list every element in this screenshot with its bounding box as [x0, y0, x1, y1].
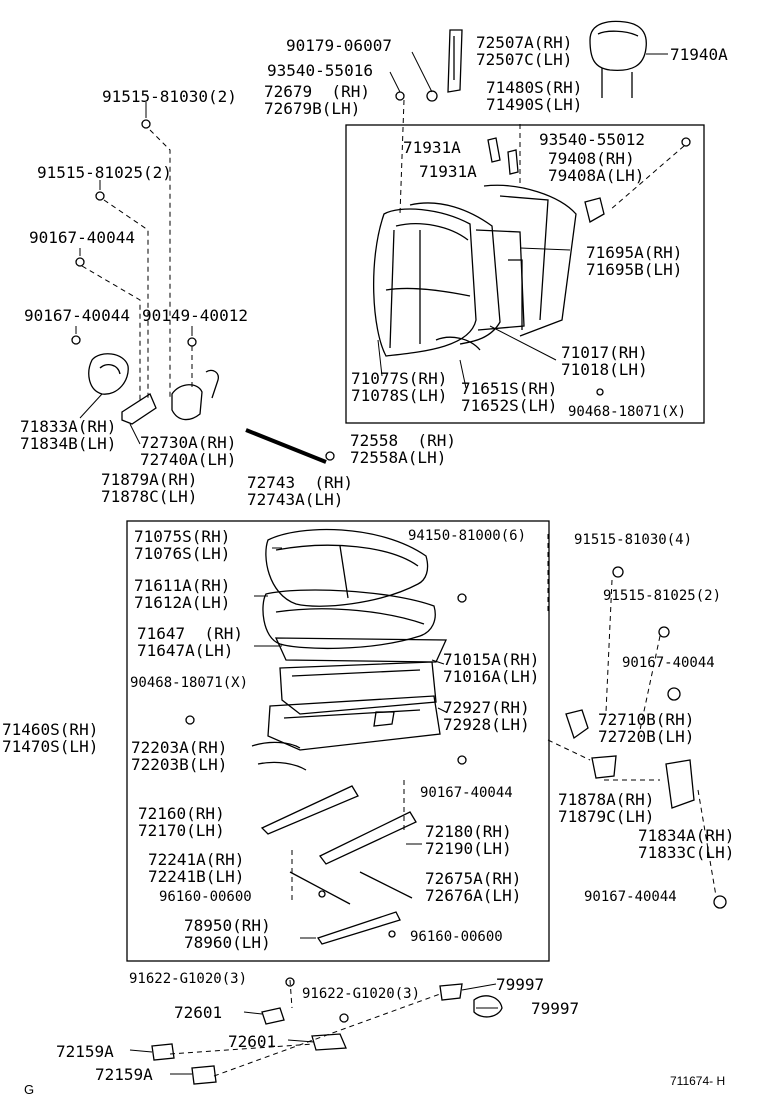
recliner-bracket — [121, 393, 157, 425]
label-72927: 72927(RH) 72928(LH) — [443, 698, 530, 734]
label-90468-18071-a: 90468-18071(X) — [568, 404, 687, 420]
label-72241A: 72241A(RH) 72241B(LH) — [148, 850, 245, 886]
label-90167-40044-a: 90167-40044 — [29, 228, 135, 247]
label-72710B: 72710B(RH) 72720B(LH) — [598, 710, 695, 746]
headrest-guide — [447, 29, 463, 93]
label-72601-a: 72601 — [174, 1003, 223, 1022]
label-90167-40044-c: 90167-40044 — [622, 655, 715, 671]
label-71833A: 71833A(RH) 71834B(LH) — [20, 417, 117, 453]
label-91515-81025-2b: 91515-81025(2) — [603, 588, 722, 604]
label-90167-40044-e: 90167-40044 — [584, 889, 677, 905]
label-71931A-bottom: 71931A — [419, 162, 477, 181]
label-71077S: 71077S(RH) 71078S(LH) — [351, 369, 448, 405]
seat-rail-left — [260, 785, 359, 835]
label-72180: 72180(RH) 72190(LH) — [425, 822, 512, 858]
label-71940A: 71940A — [670, 45, 728, 64]
label-79408: 79408(RH) 79408A(LH) — [548, 149, 645, 185]
seatback-group-frame — [345, 124, 705, 424]
label-93540-55016: 93540-55016 — [267, 61, 373, 80]
label-96160-00600-a: 96160-00600 — [159, 889, 252, 905]
label-90179-06007: 90179-06007 — [286, 36, 392, 55]
seatback-assembly — [372, 184, 577, 357]
label-72601-b: 72601 — [228, 1032, 277, 1051]
seat-rail-right — [319, 811, 417, 865]
label-72159A-b: 72159A — [95, 1065, 153, 1084]
figure-number: 711674- H — [670, 1074, 726, 1088]
label-71651S: 71651S(RH) 71652S(LH) — [461, 379, 558, 415]
label-72675A: 72675A(RH) 72676A(LH) — [425, 869, 522, 905]
recliner-cover — [88, 353, 129, 395]
label-72203A: 72203A(RH) 72203B(LH) — [131, 738, 228, 774]
label-72507A: 72507A(RH) 72507C(LH) — [476, 33, 573, 69]
label-72679: 72679 (RH) 72679B(LH) — [264, 82, 370, 118]
label-71015A: 71015A(RH) 71016A(LH) — [443, 650, 540, 686]
label-94150-81000: 94150-81000(6) — [408, 528, 527, 544]
label-93540-55012: 93540-55012 — [539, 130, 645, 149]
label-90167-40044-d: 90167-40044 — [420, 785, 513, 801]
label-71878A: 71878A(RH) 71879C(LH) — [558, 790, 655, 826]
label-91515-81025-2: 91515-81025(2) — [37, 163, 172, 182]
cushion-stack — [262, 528, 448, 751]
label-90149-40012: 90149-40012 — [142, 306, 248, 325]
label-90468-18071-b: 90468-18071(X) — [130, 675, 249, 691]
label-71075S: 71075S(RH) 71076S(LH) — [134, 527, 231, 563]
label-71695A: 71695A(RH) 71695B(LH) — [586, 243, 683, 279]
footer-letter: G — [24, 1082, 35, 1097]
label-71834A: 71834A(RH) 71833C(LH) — [638, 826, 735, 862]
label-71460S: 71460S(RH) 71470S(LH) — [2, 720, 99, 756]
label-72159A-a: 72159A — [56, 1042, 114, 1061]
label-90167-40044-b: 90167-40044 — [24, 306, 130, 325]
label-91622-G1020-b: 91622-G1020(3) — [302, 986, 421, 1002]
label-72160: 72160(RH) 72170(LH) — [138, 804, 225, 840]
label-79997-a: 79997 — [496, 975, 545, 994]
label-96160-00600-b: 96160-00600 — [410, 929, 503, 945]
label-78950: 78950(RH) 78960(LH) — [184, 916, 271, 952]
label-91515-81030-2: 91515-81030(2) — [102, 87, 237, 106]
label-79997-b: 79997 — [531, 999, 580, 1018]
label-71611A: 71611A(RH) 71612A(LH) — [134, 576, 231, 612]
seatback-hinge-cover — [584, 197, 605, 223]
label-71017: 71017(RH) 71018(LH) — [561, 343, 648, 379]
headrest — [589, 20, 647, 98]
label-72730A: 72730A(RH) 72740A(LH) — [140, 433, 237, 469]
label-72558: 72558 (RH) 72558A(LH) — [350, 431, 456, 467]
label-71480S: 71480S(RH) 71490S(LH) — [486, 78, 583, 114]
label-71931A-top: 71931A — [403, 138, 461, 157]
label-91622-G1020-a: 91622-G1020(3) — [129, 971, 248, 987]
label-71879A: 71879A(RH) 71878C(LH) — [101, 470, 198, 506]
label-72743: 72743 (RH) 72743A(LH) — [247, 473, 353, 509]
label-91515-81030-4: 91515-81030(4) — [574, 532, 693, 548]
label-71647: 71647 (RH) 71647A(LH) — [137, 624, 243, 660]
